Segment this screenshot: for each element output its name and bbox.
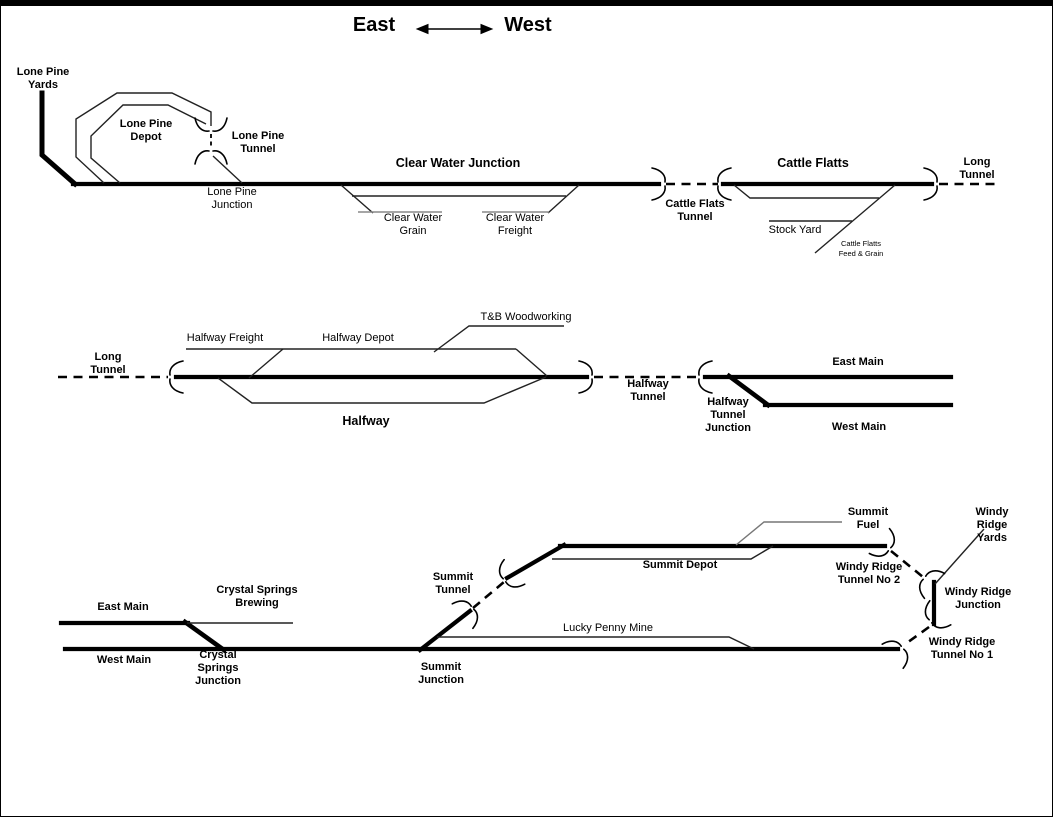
label-windy-ridge-junction: Windy Ridge Junction — [944, 586, 1012, 611]
label-west-main-mid: West Main — [831, 421, 887, 433]
track-summit-climb-upper — [504, 542, 567, 581]
east-west-arrow — [415, 23, 494, 35]
label-lone-pine-yards: Lone Pine Yards — [16, 66, 70, 91]
tunnel-windy-ridge-2 — [890, 549, 924, 579]
label-windy-ridge-tunnel-1: Windy Ridge Tunnel No 1 — [928, 636, 996, 661]
label-clear-water-grain: Clear Water Grain — [383, 212, 443, 237]
title-east: East — [352, 14, 396, 36]
label-crystal-springs-brewing: Crystal Springs Brewing — [216, 584, 298, 609]
label-cattle-flatts-feed-grain: Cattle Flatts Feed & Grain — [838, 239, 884, 258]
label-halfway-freight: Halfway Freight — [186, 332, 264, 344]
tunnel-windy-ridge-1 — [903, 625, 930, 647]
track-halfway-siding — [217, 376, 547, 404]
track-lone-pine-tunnel-exit — [212, 155, 243, 184]
track-lone-pine-yards-lead — [39, 90, 79, 188]
label-summit-junction: Summit Junction — [418, 661, 464, 686]
label-summit-tunnel: Summit Tunnel — [432, 571, 474, 596]
label-summit-depot: Summit Depot — [642, 559, 718, 571]
track-west-main-branch-diagonal — [725, 372, 772, 409]
label-windy-ridge-yards: Windy Ridge Yards — [975, 506, 1009, 544]
track-tb-woodworking-spur — [433, 325, 564, 353]
label-halfway-station: Halfway — [342, 414, 390, 428]
track-summit-fuel-spur — [735, 521, 842, 546]
track-crystal-springs-junction-diagonal — [181, 618, 228, 654]
label-cattle-flats-tunnel: Cattle Flats Tunnel — [665, 198, 725, 223]
tunnel-summit — [472, 581, 505, 609]
label-west-main-lower: West Main — [96, 654, 152, 666]
page-bottom-rule — [1, 1, 1052, 6]
track-lone-pine-loop-outer — [75, 92, 212, 184]
label-cattle-flatts: Cattle Flatts — [777, 156, 849, 170]
label-east-main-lower: East Main — [97, 601, 149, 613]
label-clear-water-freight: Clear Water Freight — [485, 212, 545, 237]
label-clear-water-junction: Clear Water Junction — [395, 156, 521, 170]
label-crystal-springs-junction: Crystal Springs Junction — [195, 649, 241, 687]
track-lucky-penny-mine-spur — [437, 636, 755, 650]
label-lucky-penny-mine: Lucky Penny Mine — [563, 622, 653, 634]
label-stock-yard: Stock Yard — [768, 224, 822, 236]
label-halfway-tunnel: Halfway Tunnel — [627, 378, 669, 403]
label-lone-pine-junction: Lone Pine Junction — [207, 186, 257, 211]
track-windy-ridge-yards-track — [934, 528, 985, 585]
label-windy-ridge-tunnel-2: Windy Ridge Tunnel No 2 — [835, 561, 903, 586]
track-halfway-upper-diag-left — [248, 348, 284, 379]
track-cattle-flatts-siding — [733, 184, 879, 199]
track-cattle-flatts-feed-grain-spur — [814, 184, 896, 254]
label-halfway-tunnel-junction: Halfway Tunnel Junction — [705, 396, 751, 434]
portal-lone-pine-south — [194, 150, 228, 165]
label-halfway-depot: Halfway Depot — [322, 332, 394, 344]
track-halfway-upper-diag-right — [515, 348, 548, 377]
label-long-tunnel-west: Long Tunnel — [90, 351, 126, 376]
portal-windy-ridge-2-east — [913, 564, 946, 600]
label-lone-pine-depot: Lone Pine Depot — [119, 118, 173, 143]
label-tb-woodworking: T&B Woodworking — [480, 311, 572, 323]
title-west: West — [504, 14, 552, 36]
label-summit-fuel: Summit Fuel — [847, 506, 889, 531]
track-lone-pine-loop-inner — [90, 104, 207, 184]
track-summit-climb-lower — [417, 608, 473, 653]
label-long-tunnel-east: Long Tunnel — [959, 156, 995, 181]
label-lone-pine-tunnel: Lone Pine Tunnel — [231, 130, 285, 155]
track-clear-water-siding-diag-left — [340, 184, 374, 214]
label-east-main-mid: East Main — [832, 356, 884, 368]
track-clear-water-siding-diag-right — [547, 184, 580, 214]
track-summit-depot-siding — [552, 545, 774, 560]
